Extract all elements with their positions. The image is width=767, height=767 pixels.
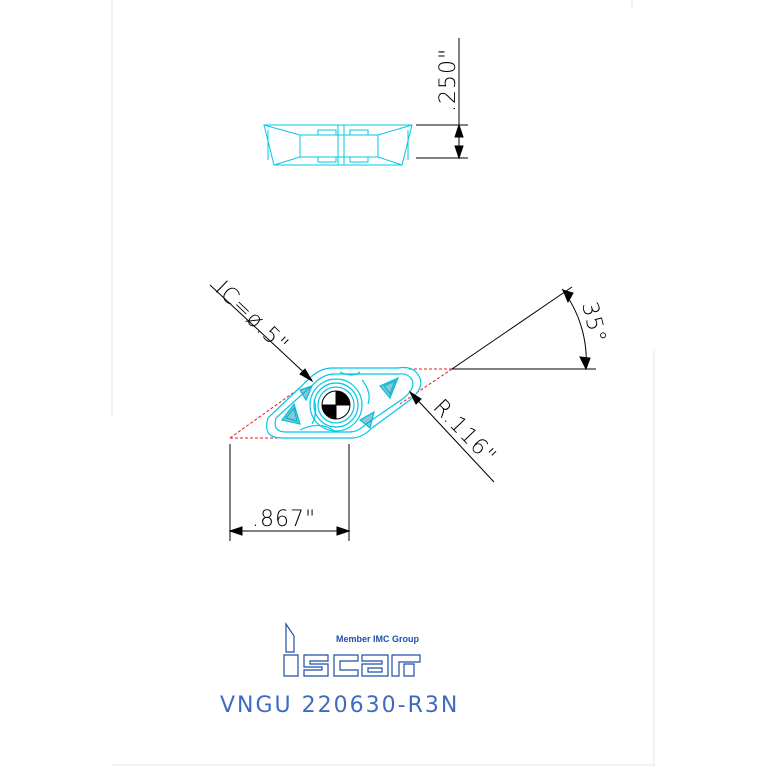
thickness-label: .250": [436, 48, 461, 112]
center-mark: [321, 390, 351, 420]
ic-label: IC=ø.5": [210, 276, 293, 358]
insert-side-view: [263, 124, 413, 166]
thickness-dimension: [416, 38, 468, 160]
part-number-title: VNGU 220630-R3N: [220, 693, 459, 718]
radius-leader: [408, 390, 495, 483]
sheet-border: [111, 0, 655, 767]
iscar-logo: [283, 622, 421, 677]
insert-fill-detail: [282, 378, 398, 428]
ic-leader: [209, 284, 314, 383]
member-text: Member IMC Group: [336, 634, 420, 644]
length-label: .867": [252, 507, 316, 532]
angle-label: 35°: [576, 299, 610, 346]
angle-dimension: [451, 286, 596, 371]
length-dimension: [228, 444, 351, 541]
radius-label: R.116": [428, 395, 501, 470]
